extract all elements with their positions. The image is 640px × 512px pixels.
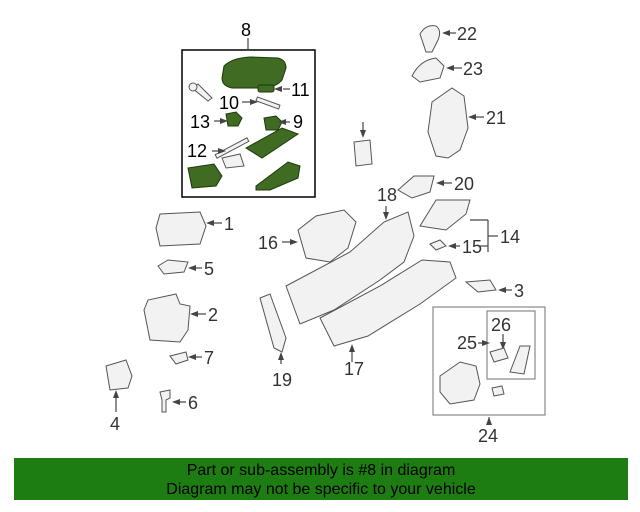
callout-23[interactable]: 23 [463, 59, 483, 79]
banner-line-2: Diagram may not be specific to your vehi… [166, 481, 476, 498]
latch-13[interactable] [225, 111, 243, 127]
part-27-sensor[interactable] [353, 139, 373, 167]
lock-9[interactable] [263, 115, 283, 131]
callout-2[interactable]: 2 [208, 305, 218, 325]
tray-lower[interactable] [255, 161, 301, 191]
callout-13[interactable]: 13 [190, 112, 210, 132]
callout-18[interactable]: 18 [377, 185, 397, 205]
part-4-mount[interactable] [105, 359, 133, 391]
part-21-shifter[interactable] [427, 87, 469, 159]
callout-5[interactable]: 5 [204, 259, 214, 279]
callout-12[interactable]: 12 [187, 141, 207, 161]
part-6-bolt[interactable] [159, 389, 171, 413]
banner-line-1: Part or sub-assembly is #8 in diagram [186, 462, 456, 479]
part-26-wire[interactable] [489, 347, 509, 363]
callout-26[interactable]: 26 [491, 315, 511, 335]
callout-7[interactable]: 7 [204, 348, 214, 368]
hinge-11[interactable] [257, 84, 275, 93]
part-26-arm[interactable] [509, 345, 531, 375]
part-2-bracket[interactable] [143, 293, 191, 343]
callout-24[interactable]: 24 [478, 426, 498, 446]
tray-upper[interactable] [245, 127, 300, 159]
callout-1[interactable]: 1 [224, 214, 234, 234]
part-5-mat[interactable] [157, 259, 189, 275]
assembly-26-box [486, 310, 536, 380]
part-18-console-upper[interactable] [285, 211, 415, 325]
pad-left[interactable] [187, 163, 223, 189]
part-24-small[interactable] [491, 385, 505, 397]
callout-11[interactable]: 11 [291, 80, 310, 100]
armrest-lid[interactable] [221, 56, 287, 89]
callout-14[interactable]: 14 [500, 227, 520, 247]
callout-10[interactable]: 10 [219, 93, 239, 113]
part-15-grommet[interactable] [429, 239, 447, 251]
callout-25[interactable]: 25 [457, 333, 477, 353]
part-7-clip[interactable] [169, 351, 189, 365]
part-19-trim[interactable] [259, 293, 287, 353]
part-3-bracket[interactable] [464, 279, 497, 293]
callout-21[interactable]: 21 [486, 108, 506, 128]
part-23-boot[interactable] [411, 57, 445, 83]
info-banner: Part or sub-assembly is #8 in diagram Di… [14, 458, 628, 500]
rod-10[interactable] [255, 96, 281, 110]
callout-22[interactable]: 22 [457, 24, 477, 44]
part-24-base[interactable] [439, 361, 481, 405]
clip[interactable] [221, 153, 245, 169]
part-14-panel[interactable] [419, 199, 471, 231]
callout-4[interactable]: 4 [110, 414, 120, 434]
callout-15[interactable]: 15 [462, 237, 482, 257]
callout-6[interactable]: 6 [188, 393, 198, 413]
callout-17[interactable]: 17 [344, 359, 364, 379]
callout-16[interactable]: 16 [258, 233, 278, 253]
assembly-24-box [432, 306, 546, 416]
callout-9[interactable]: 9 [293, 112, 303, 132]
part-20-plate[interactable] [397, 175, 435, 199]
callout-3[interactable]: 3 [514, 281, 524, 301]
part-22-knob[interactable] [419, 25, 441, 53]
callout-8[interactable]: 8 [241, 20, 251, 40]
callout-19[interactable]: 19 [272, 370, 292, 390]
callout-20[interactable]: 20 [454, 174, 474, 194]
rod-12[interactable] [214, 137, 250, 159]
parts-diagram: 8 11 10 13 9 12 1 5 2 7 4 6 16 18 [105, 20, 546, 446]
part-17-console-lower[interactable] [319, 259, 457, 347]
part-16-cupholder[interactable] [297, 209, 357, 263]
part-1-bin[interactable] [155, 211, 207, 247]
